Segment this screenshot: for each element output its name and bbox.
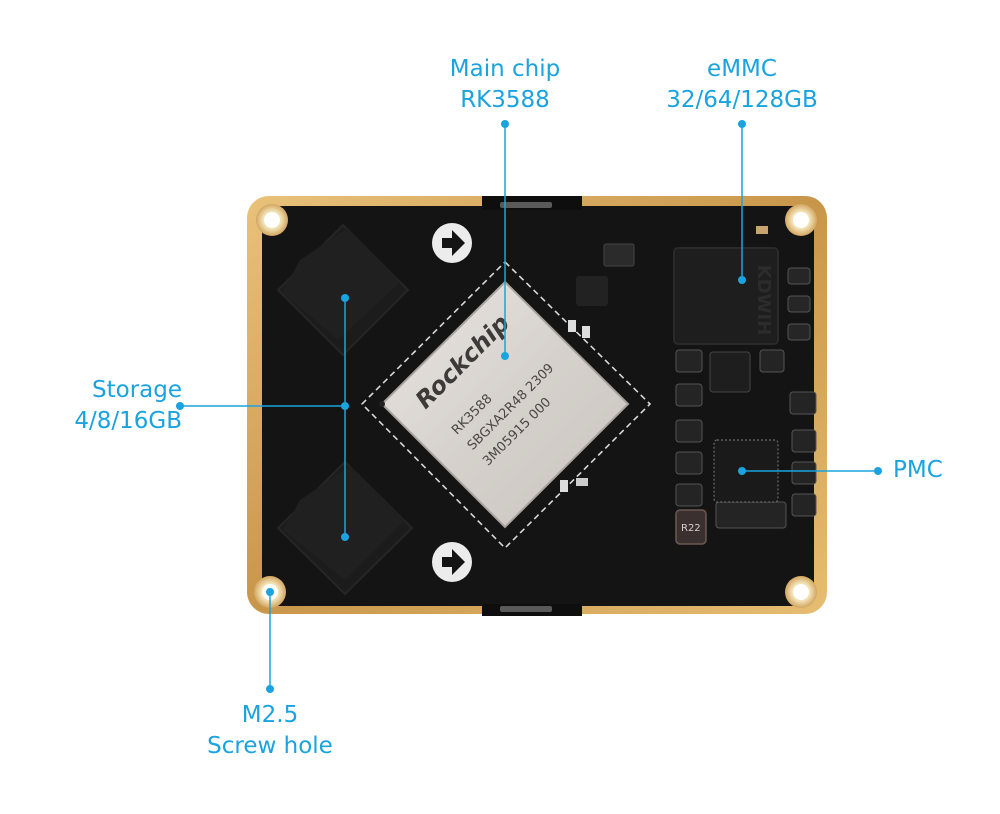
emmc-chip bbox=[673, 247, 779, 345]
label-emmc-line1: eMMC bbox=[707, 56, 777, 82]
emmc-marking: KDWIH bbox=[753, 265, 774, 336]
label-pmc-line1: PMC bbox=[893, 457, 943, 483]
callout-main-chip bbox=[501, 120, 509, 360]
small-component bbox=[756, 226, 768, 234]
label-main-chip: Main chip RK3588 bbox=[430, 54, 580, 116]
pmc-area-components bbox=[675, 349, 817, 529]
label-storage-line1: Storage bbox=[92, 377, 182, 403]
label-screw-hole-line1: M2.5 bbox=[241, 702, 299, 728]
small-connector bbox=[603, 243, 635, 267]
small-component bbox=[787, 267, 811, 285]
label-storage: Storage 4/8/16GB bbox=[52, 375, 182, 437]
callout-storage bbox=[176, 294, 349, 541]
main-chip-outline bbox=[360, 260, 652, 550]
label-pmc: PMC bbox=[893, 455, 963, 486]
main-chip bbox=[379, 280, 630, 529]
small-component bbox=[787, 295, 811, 313]
small-component bbox=[582, 326, 590, 338]
small-component bbox=[576, 478, 588, 486]
small-ic bbox=[576, 276, 608, 306]
arrow-marker-top bbox=[432, 223, 472, 263]
screw-hole-top-left bbox=[256, 204, 288, 236]
connector-pad bbox=[500, 606, 552, 612]
small-component bbox=[560, 480, 568, 492]
screw-hole-top-right bbox=[785, 204, 817, 236]
label-storage-line2: 4/8/16GB bbox=[74, 408, 182, 434]
label-screw-hole: M2.5 Screw hole bbox=[190, 700, 350, 762]
arrow-marker-bottom bbox=[432, 542, 472, 582]
inductor bbox=[675, 509, 707, 545]
connector-pad bbox=[500, 202, 552, 208]
label-emmc-line2: 32/64/128GB bbox=[666, 87, 818, 113]
inductor-marking: R22 bbox=[681, 523, 701, 534]
small-component bbox=[787, 323, 811, 341]
callout-emmc bbox=[738, 120, 746, 284]
label-emmc: eMMC 32/64/128GB bbox=[652, 54, 832, 116]
label-main-chip-line1: Main chip bbox=[449, 56, 561, 82]
label-screw-hole-line2: Screw hole bbox=[207, 733, 333, 759]
small-component bbox=[568, 320, 576, 332]
storage-chip-top bbox=[276, 223, 410, 357]
callout-screw-hole bbox=[266, 588, 274, 693]
screw-hole-bottom-right bbox=[785, 576, 817, 608]
label-main-chip-line2: RK3588 bbox=[460, 87, 550, 113]
callout-pmc bbox=[738, 467, 882, 475]
